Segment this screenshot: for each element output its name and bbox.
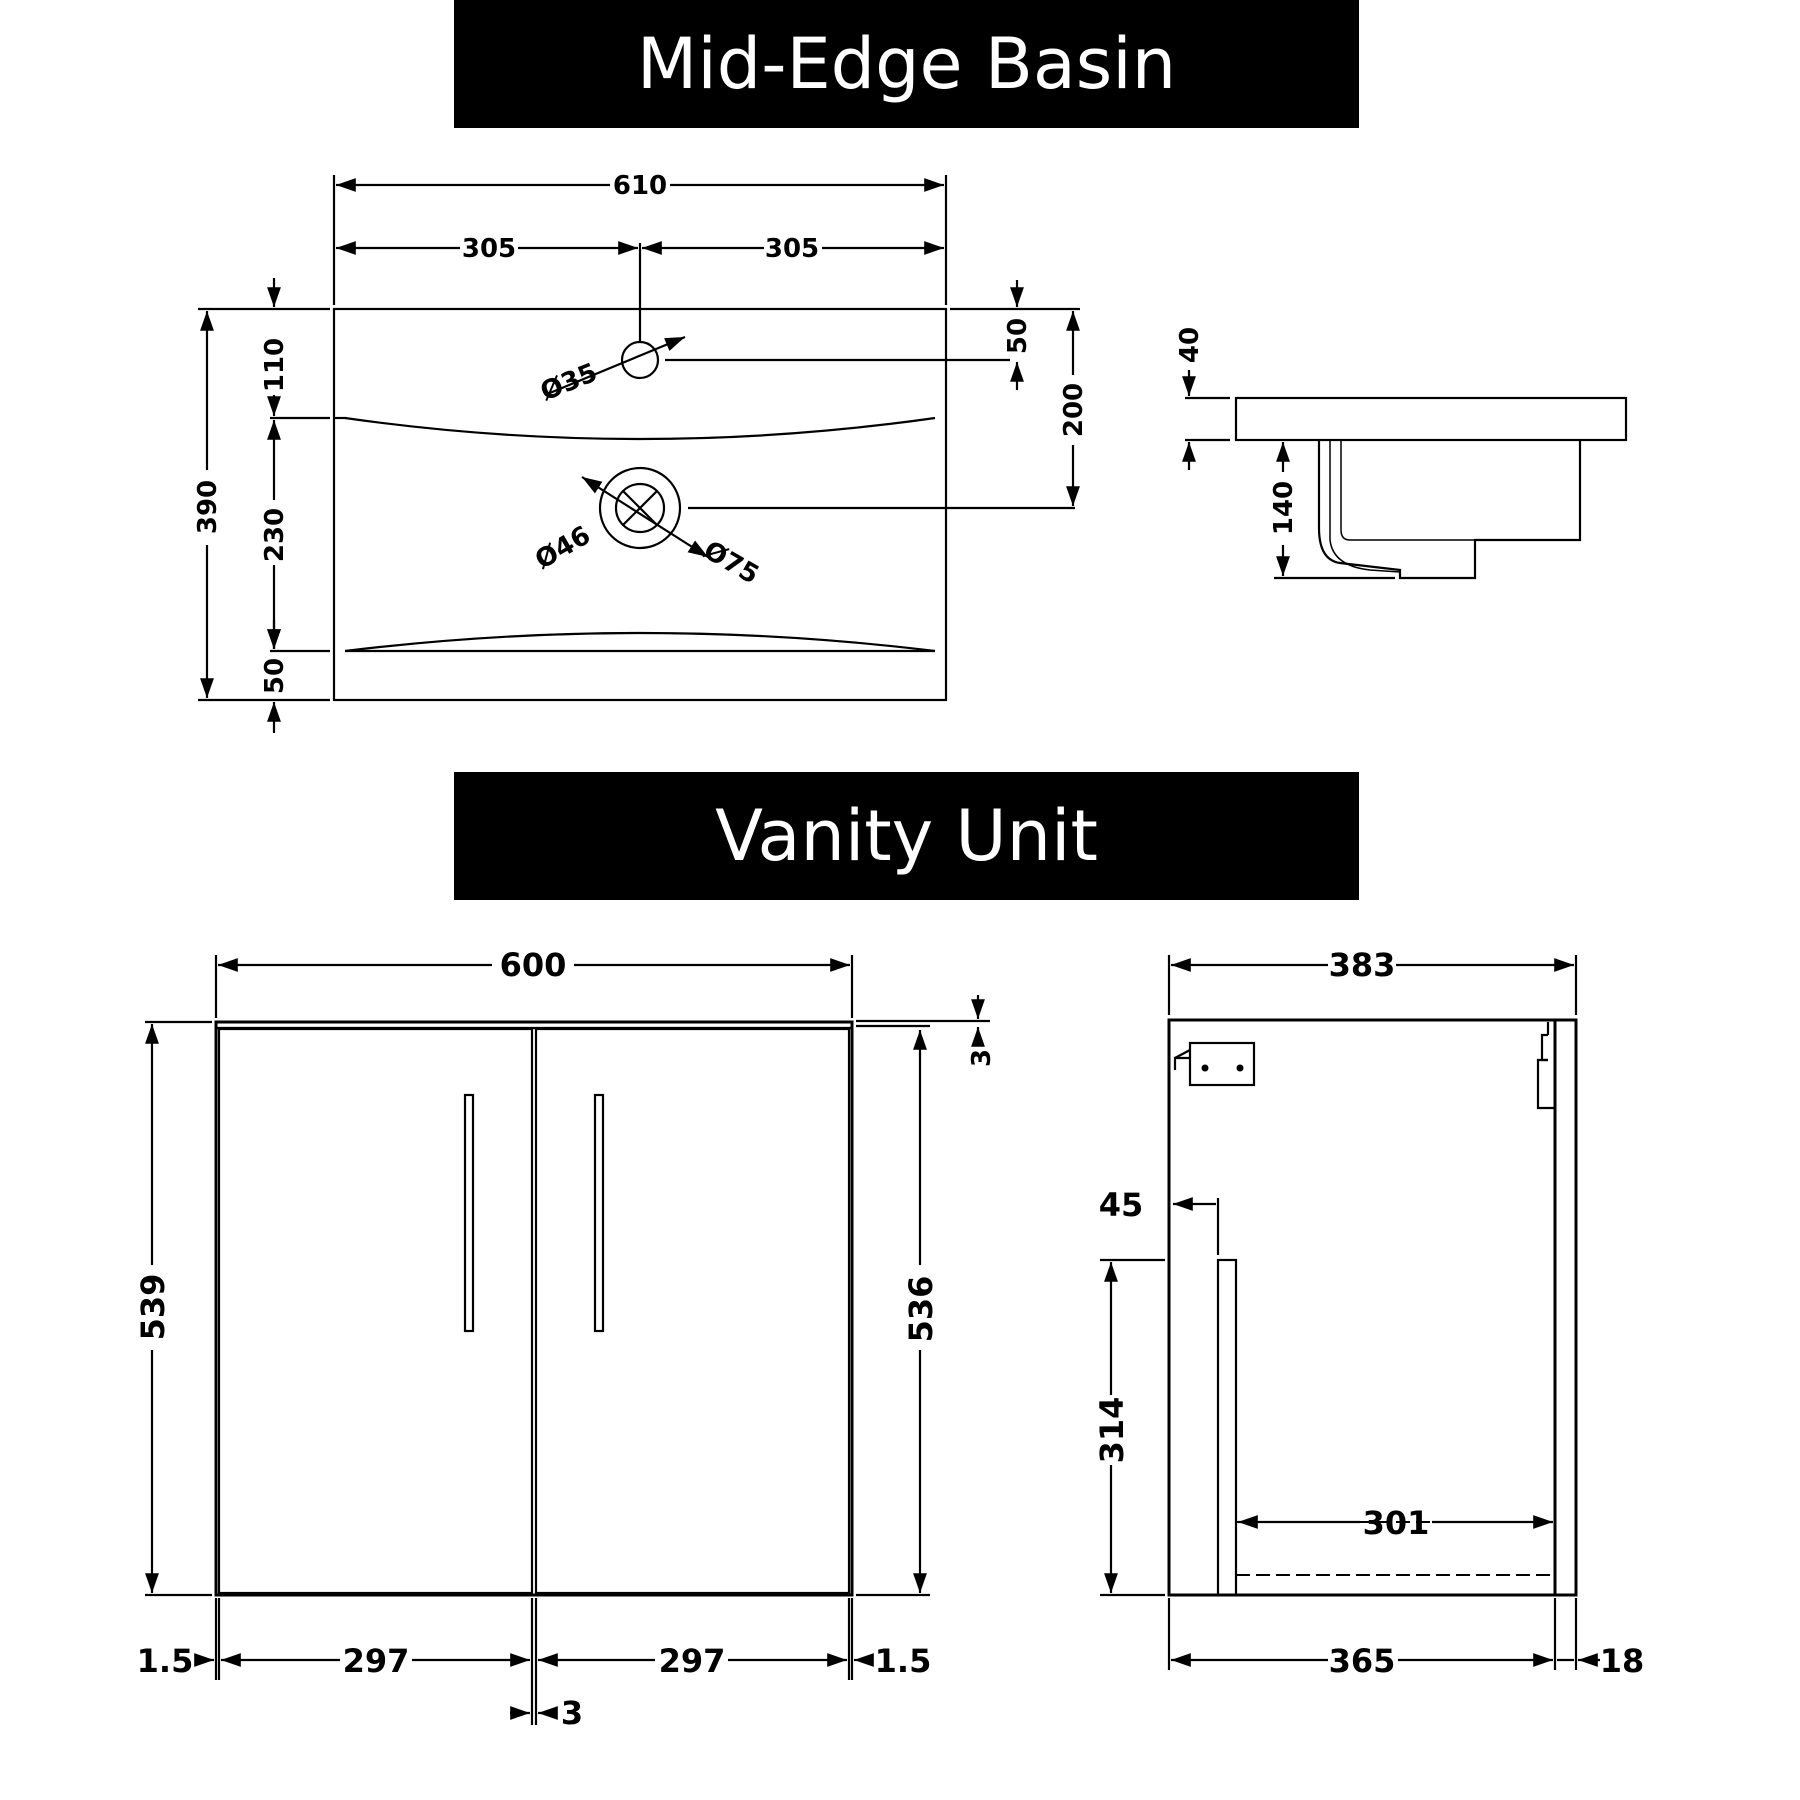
- label-tap-hole: Ø35: [536, 358, 601, 408]
- dim-side-shelf-height: 314: [1093, 1397, 1131, 1464]
- dim-basin-bottom-margin: 50: [260, 658, 290, 694]
- basin-rim-bottom-curve: [344, 631, 936, 653]
- dim-vanity-center-gap: 3: [561, 1694, 583, 1732]
- dim-side-shelf-depth: 301: [1363, 1504, 1430, 1542]
- hanging-bracket: [1188, 1041, 1256, 1087]
- vanity-carcass: [214, 1020, 854, 1597]
- dim-vanity-edge-left: 1.5: [137, 1642, 194, 1680]
- dim-basin-width: 610: [613, 171, 667, 201]
- door-right: [534, 1027, 851, 1595]
- basin-plan-view: 610 305 305 390 110 230 50 50 200 Ø35 Ø4…: [193, 171, 1089, 733]
- dim-vanity-height-overall: 539: [134, 1274, 172, 1341]
- label-waste-outer: Ø75: [698, 536, 763, 591]
- door-left: [217, 1027, 534, 1595]
- dim-vanity-width: 600: [500, 946, 567, 984]
- dim-vanity-door-right: 297: [659, 1642, 726, 1680]
- dim-side-depth: 383: [1329, 946, 1396, 984]
- basin-side-slab: [1234, 396, 1628, 442]
- dim-side-carcass-depth: 365: [1329, 1642, 1396, 1680]
- basin-rim-top-curve: [344, 416, 936, 441]
- dim-vanity-door-left: 297: [343, 1642, 410, 1680]
- dim-basin-half-right: 305: [765, 234, 819, 264]
- dim-basin-half-left: 305: [462, 234, 516, 264]
- shelf-support-panel: [1216, 1258, 1238, 1597]
- dim-basin-depth: 390: [193, 480, 223, 534]
- dim-side-thickness: 40: [1175, 327, 1205, 363]
- dim-vanity-top-gap: 3: [967, 1049, 997, 1067]
- dim-basin-rim-span: 230: [260, 508, 290, 562]
- basin-side-bowl: [1317, 440, 1582, 580]
- handle-left: [463, 1093, 475, 1333]
- dim-basin-top-to-rim: 110: [260, 338, 290, 392]
- vanity-side-carcass: [1167, 1018, 1578, 1597]
- basin-outline: [332, 307, 948, 702]
- dim-basin-right-top: 50: [1003, 318, 1033, 354]
- dim-vanity-height-doors: 536: [902, 1276, 940, 1343]
- dim-side-bowl-depth: 140: [1269, 481, 1299, 535]
- dim-side-door-thickness: 18: [1600, 1642, 1645, 1680]
- vanity-heading: Vanity Unit: [454, 772, 1359, 900]
- basin-side-view: 40 140: [1175, 327, 1628, 580]
- dim-vanity-edge-right: 1.5: [875, 1642, 932, 1680]
- dim-basin-right-waste: 200: [1059, 383, 1089, 437]
- basin-heading: Mid-Edge Basin: [454, 0, 1359, 128]
- dim-side-inset: 45: [1099, 1186, 1144, 1224]
- vanity-side-view: 383 45 314 301 365 18: [1093, 946, 1644, 1680]
- label-waste-inner: Ø46: [530, 521, 595, 576]
- vanity-front-view: 600 539 536 3 1.5 297 297 1.5: [134, 946, 997, 1732]
- handle-right: [593, 1093, 605, 1333]
